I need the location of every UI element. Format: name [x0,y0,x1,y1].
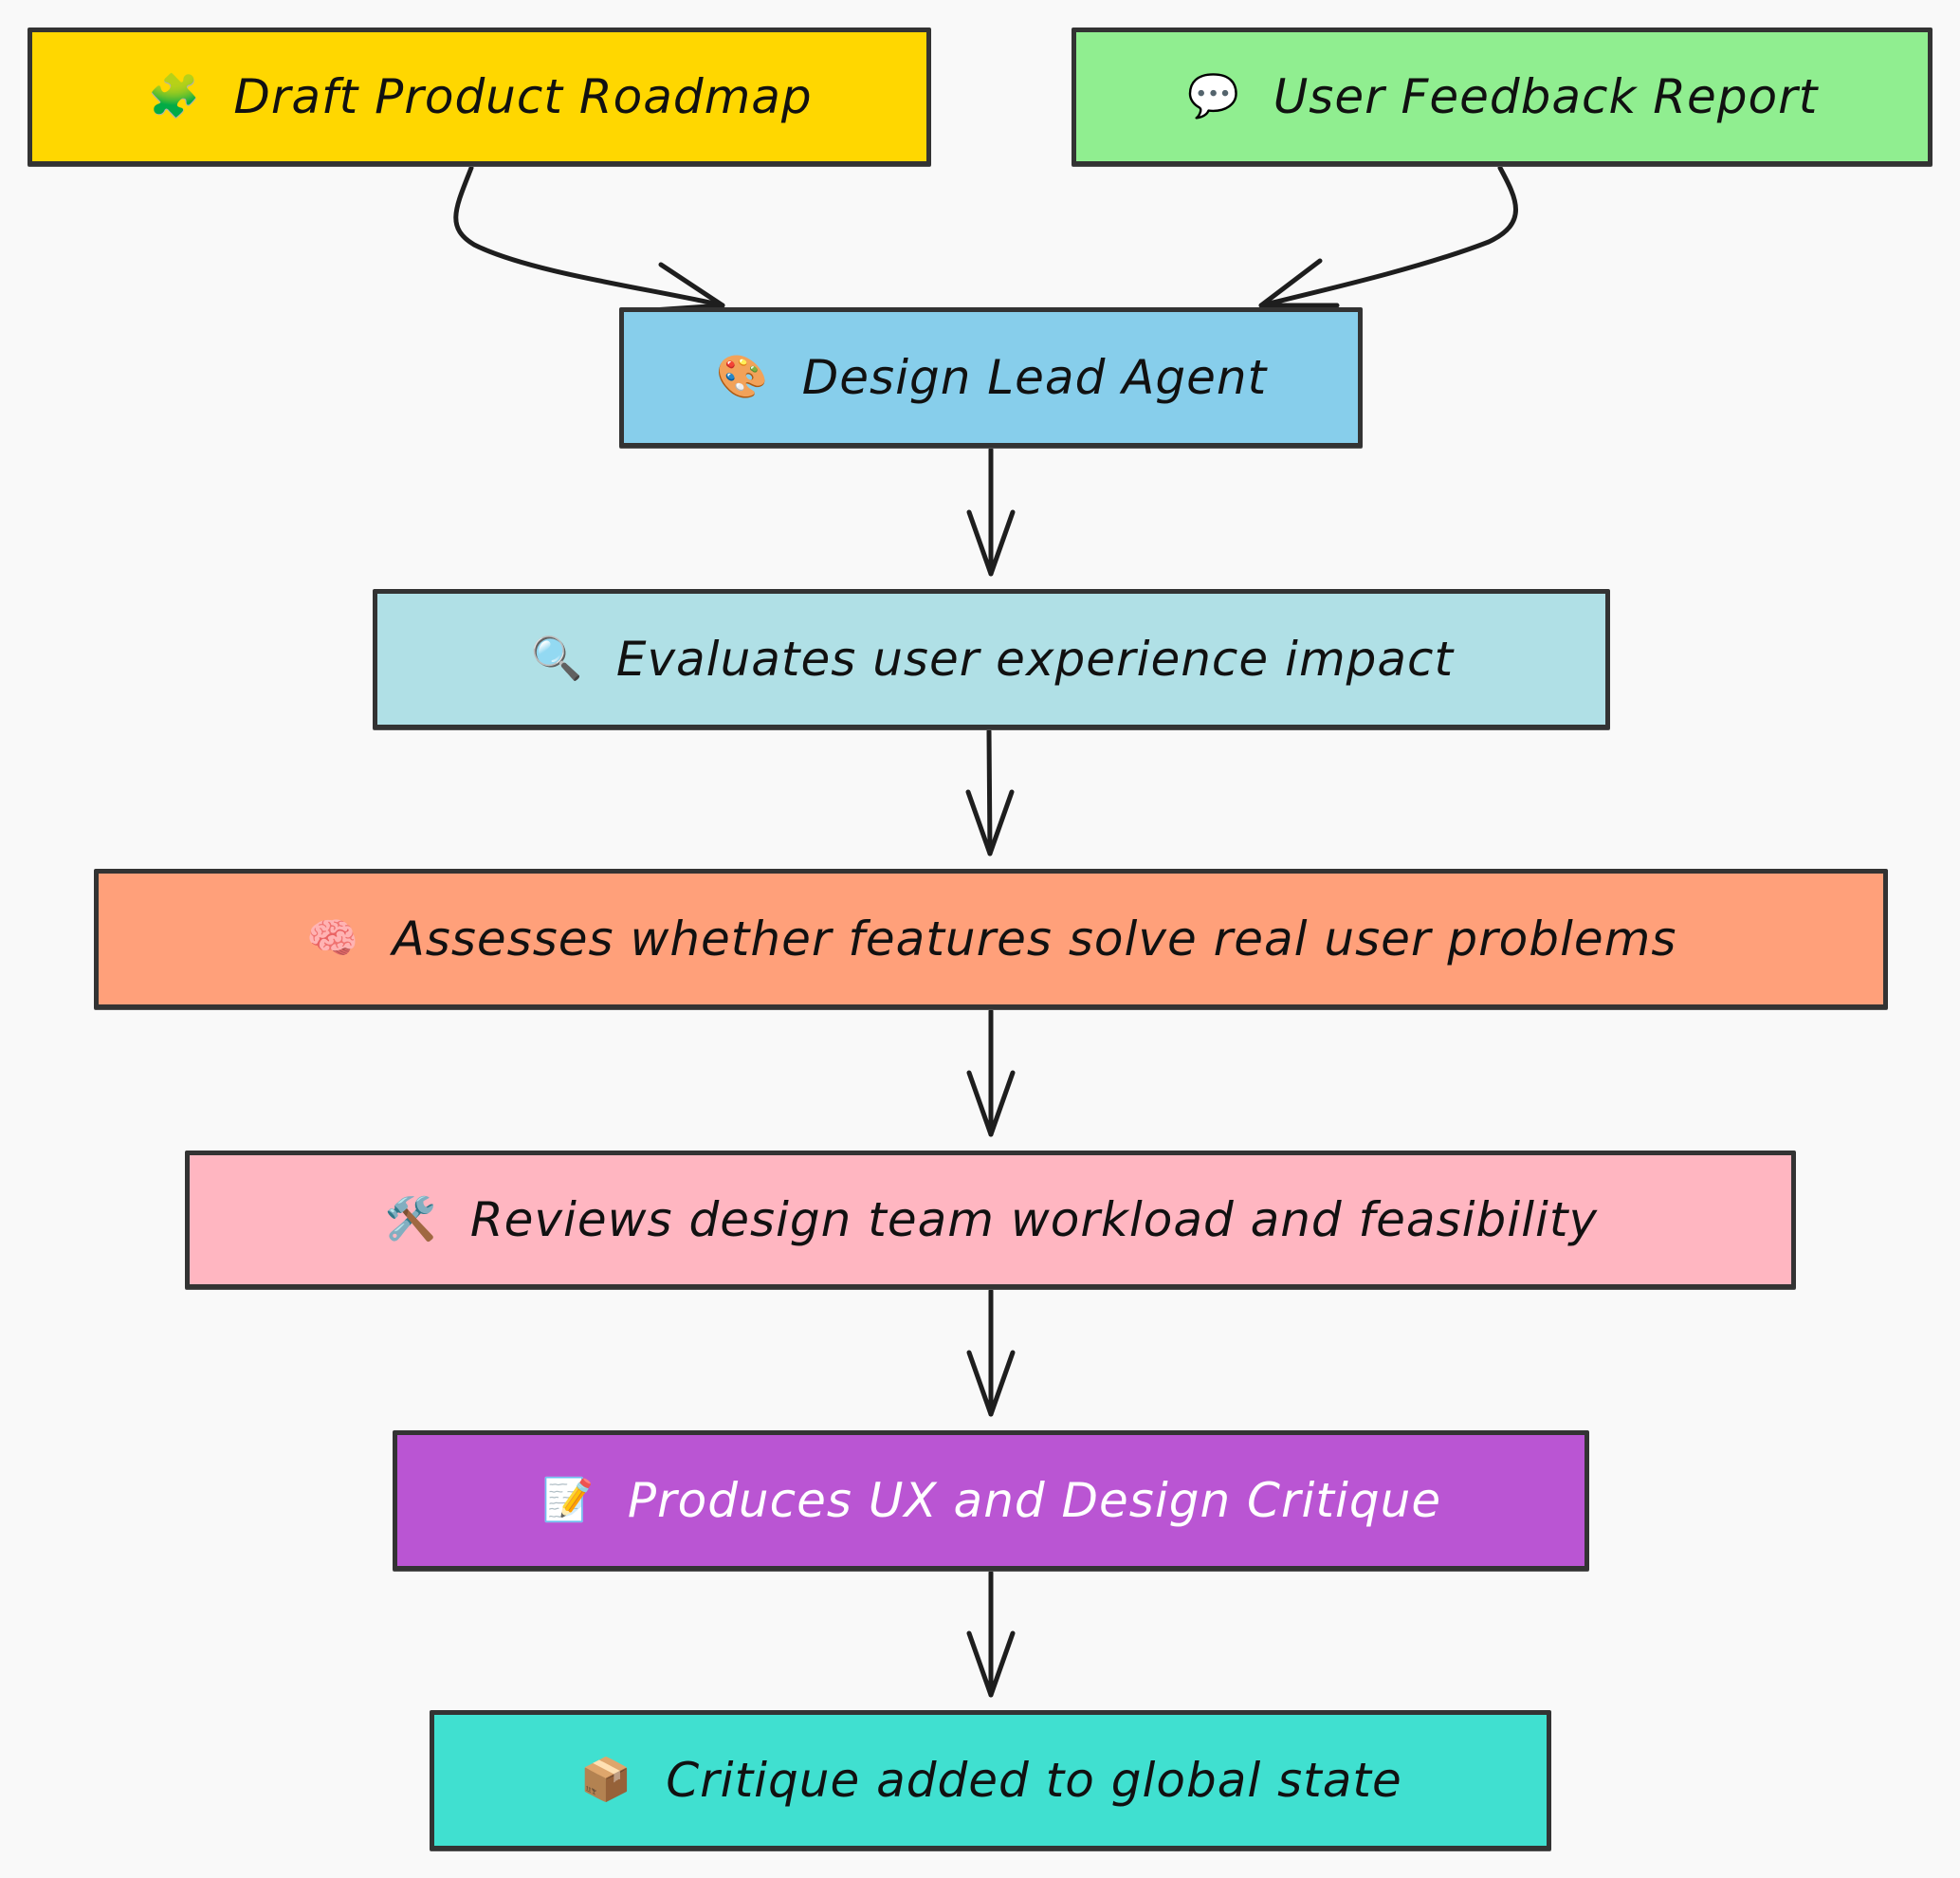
memo-icon: 📝 [541,1476,595,1524]
brain-icon: 🧠 [306,914,358,963]
node-assesses-user-problems[interactable]: 🧠 Assesses whether features solve real u… [94,869,1888,1009]
node-draft-product-roadmap[interactable]: 🧩 Draft Product Roadmap [27,28,931,166]
node-critique-added-to-state[interactable]: 📦 Critique added to global state [430,1710,1551,1850]
palette-icon: 🎨 [716,353,769,401]
puzzle-piece-icon: 🧩 [147,72,200,120]
edge-feedback-to-design [1258,165,1518,308]
node-label: Produces UX and Design Critique [627,1473,1442,1528]
edge-evaluate-to-assess [965,728,1015,856]
node-label: Draft Product Roadmap [233,69,813,124]
node-label: Critique added to global state [666,1753,1402,1808]
node-reviews-workload-feasibility[interactable]: 🛠️ Reviews design team workload and feas… [185,1151,1796,1289]
node-evaluates-ux-impact[interactable]: 🔍 Evaluates user experience impact [373,589,1610,729]
edge-assess-to-review [966,1008,1016,1137]
node-produces-critique[interactable]: 📝 Produces UX and Design Critique [393,1430,1589,1571]
node-label: Design Lead Agent [801,350,1268,405]
node-label: User Feedback Report [1273,69,1819,124]
edge-design-to-evaluate [966,447,1016,577]
node-design-lead-agent[interactable]: 🎨 Design Lead Agent [619,307,1363,448]
speech-bubble-icon: 💬 [1187,72,1240,120]
edge-review-to-produce [966,1288,1016,1417]
package-icon: 📦 [579,1756,632,1804]
node-label: Assesses whether features solve real use… [392,911,1677,967]
hammer-wrench-icon: 🛠️ [384,1195,437,1243]
node-user-feedback-report[interactable]: 💬 User Feedback Report [1072,28,1933,166]
edge-produce-to-critique [966,1570,1016,1698]
node-label: Reviews design team workload and feasibi… [469,1192,1599,1247]
edge-roadmap-to-design [453,165,725,313]
magnifying-glass-icon: 🔍 [530,635,583,683]
node-label: Evaluates user experience impact [615,632,1455,687]
